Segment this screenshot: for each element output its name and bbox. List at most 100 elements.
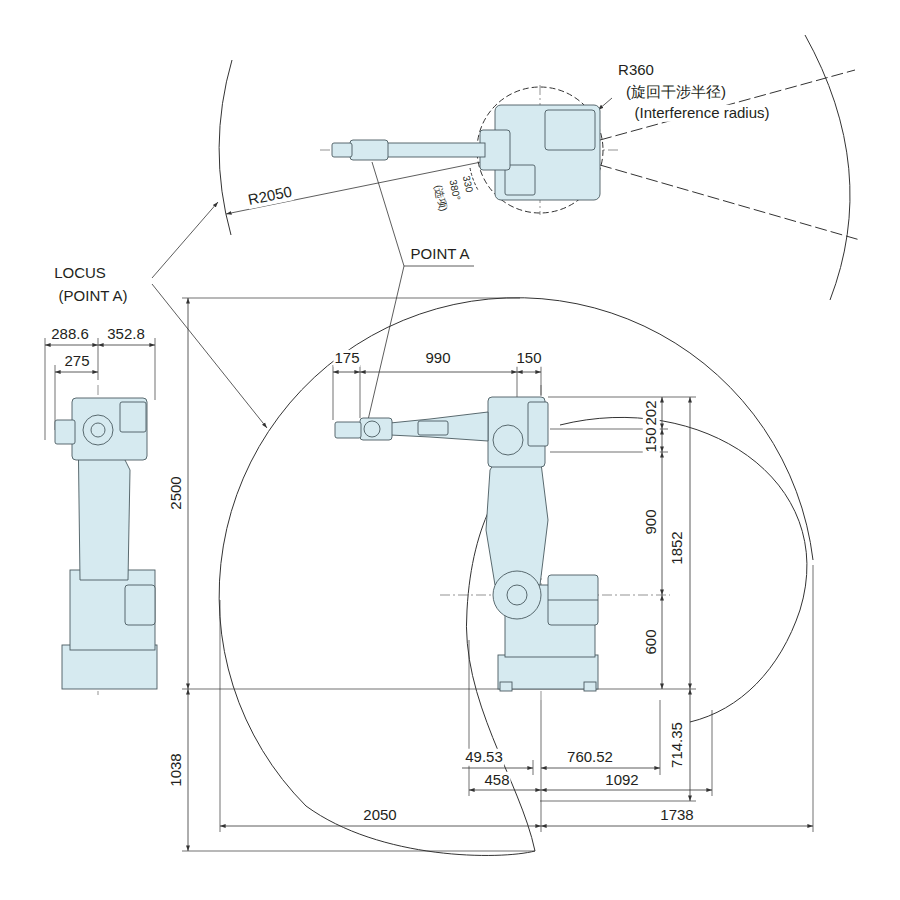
dimension-label: 202 xyxy=(643,399,660,426)
extension-line xyxy=(813,565,814,832)
extension-line xyxy=(540,801,696,802)
extension-line xyxy=(360,365,361,418)
robot-top-view xyxy=(385,143,485,157)
leader-line xyxy=(152,202,218,278)
plan-envelope xyxy=(477,87,603,213)
extension-line xyxy=(548,397,696,398)
robot-side-view xyxy=(493,425,523,455)
locus-curve xyxy=(219,298,813,856)
extension-line xyxy=(333,365,334,420)
dimension-line xyxy=(541,826,813,827)
extension-line xyxy=(45,338,46,440)
dimension-line xyxy=(469,790,541,791)
extension-line xyxy=(45,298,813,851)
dimension-label: 49.53 xyxy=(464,749,504,766)
dimension-label: 2050 xyxy=(362,807,397,824)
extension-line xyxy=(155,338,156,400)
robot-front-view xyxy=(91,423,105,437)
dimension-label: (旋回干涉半径) xyxy=(625,84,727,101)
robot-side-view xyxy=(418,421,448,435)
robot-side-view xyxy=(335,397,598,691)
dimension-label: (POINT A) xyxy=(58,288,129,305)
dimension-label: 600 xyxy=(643,628,660,655)
dimension-line xyxy=(662,452,663,595)
dimension-line xyxy=(360,372,517,373)
robot-top-view xyxy=(350,140,388,160)
plan-envelope xyxy=(805,35,850,300)
dimension-line xyxy=(462,768,533,769)
leader-line xyxy=(152,284,267,428)
dimension-line xyxy=(662,595,663,689)
dimension-line xyxy=(45,298,813,851)
extension-line xyxy=(517,365,518,398)
extension-line xyxy=(469,640,470,796)
leader-line xyxy=(404,266,474,267)
dimension-line xyxy=(55,372,98,373)
robot-side-view xyxy=(335,422,361,438)
leader-line xyxy=(372,162,404,266)
dimension-line xyxy=(220,826,541,827)
dimension-line xyxy=(662,397,663,429)
dimension-label: 1092 xyxy=(604,772,639,789)
extension-line xyxy=(182,689,696,690)
dimension-label: 330 xyxy=(461,174,476,195)
leader-line xyxy=(598,98,612,110)
dimension-line xyxy=(541,790,712,791)
plan-envelope xyxy=(219,60,232,235)
robot-side-view xyxy=(584,682,596,691)
robot-side-view xyxy=(360,418,392,440)
dimension-line xyxy=(662,429,663,452)
plan-envelope xyxy=(600,70,855,140)
dimension-label: POINT A xyxy=(410,246,471,263)
robot-front-view xyxy=(120,402,146,432)
extension-line xyxy=(98,338,99,380)
robot-side-view xyxy=(364,421,380,437)
robot-top-view xyxy=(545,110,595,150)
robot-side-view xyxy=(528,402,548,446)
robot-front-view xyxy=(125,585,155,625)
robot-front-view xyxy=(55,420,75,444)
extension-line xyxy=(541,365,542,396)
locus-curve xyxy=(219,298,813,856)
dimension-label: 380° xyxy=(447,178,462,202)
center-line xyxy=(98,85,670,700)
dimension-label: R360 xyxy=(617,62,655,79)
robot-side-view xyxy=(500,682,512,691)
dimension-line xyxy=(188,689,189,851)
plan-envelope xyxy=(600,165,860,240)
robot-side-view xyxy=(498,655,598,689)
robot-front-view xyxy=(55,398,157,689)
dimension-line xyxy=(517,372,541,373)
robot-side-view xyxy=(507,585,527,605)
dimension-label: (Interference radius) xyxy=(633,105,770,122)
dimension-label: 760.52 xyxy=(566,749,614,766)
extension-line xyxy=(660,700,661,775)
leader-line xyxy=(152,98,612,428)
plan-envelope xyxy=(219,35,860,300)
extension-line xyxy=(220,600,221,832)
dimension-label: 352.8 xyxy=(106,326,146,343)
dimension-label: 1852 xyxy=(669,530,686,565)
dimension-label: LOCUS xyxy=(53,265,107,282)
extension-line xyxy=(182,851,535,852)
dimension-label: 714.35 xyxy=(669,721,686,769)
extension-line xyxy=(182,298,520,299)
dimension-label: 900 xyxy=(643,508,660,535)
dimension-label: 1038 xyxy=(168,752,185,787)
dimension-label: 288.6 xyxy=(50,326,90,343)
dimension-label: 990 xyxy=(424,350,451,367)
robot-top-view xyxy=(332,105,600,200)
robot-front-view xyxy=(83,415,113,445)
dimension-label: 1738 xyxy=(659,807,694,824)
dimension-label: 2500 xyxy=(168,475,185,510)
robot-side-view xyxy=(390,412,488,441)
robot-side-view xyxy=(548,600,598,601)
dimension-line xyxy=(188,298,189,689)
dimension-line xyxy=(333,372,360,373)
dimension-label: 275 xyxy=(63,353,90,370)
dimension-label: 175 xyxy=(333,350,360,367)
leader-line xyxy=(368,266,404,420)
